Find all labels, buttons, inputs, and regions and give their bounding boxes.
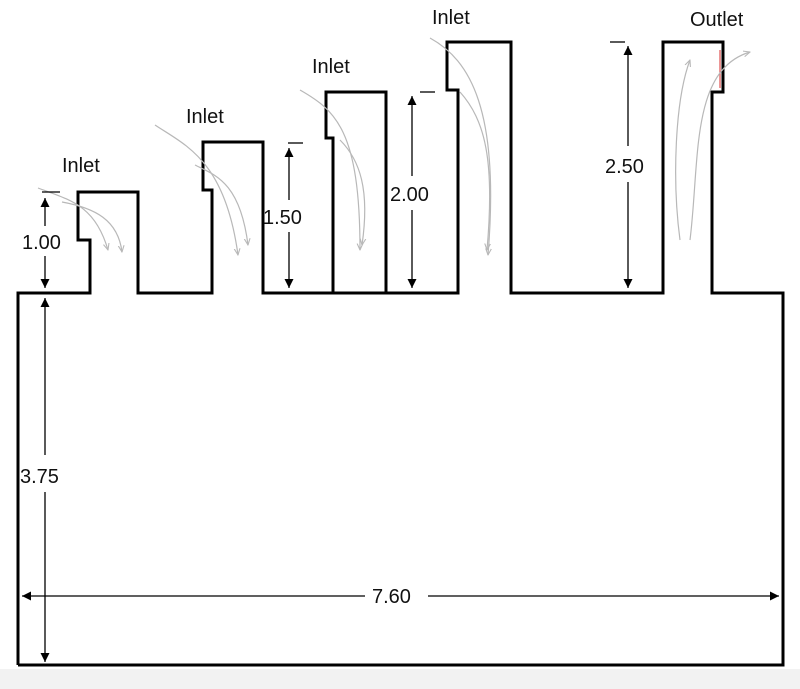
- domain-outline-right: [18, 40, 785, 667]
- inlet-label-2: Inlet: [186, 106, 224, 128]
- dim-base-width-value: 7.60: [372, 586, 411, 608]
- dim-stack-1-value: 1.00: [22, 232, 61, 254]
- dim-stack-3: [407, 91, 435, 288]
- dim-stack-1: [40, 191, 60, 288]
- bottom-strip: [0, 669, 800, 689]
- domain-outline: [16, 90, 388, 665]
- inlet-label-4: Inlet: [432, 7, 470, 29]
- dim-base-height-value: 3.75: [20, 466, 59, 488]
- flow-arrows: [37, 37, 750, 255]
- dim-stack-2-value: 1.50: [263, 207, 302, 229]
- outlet-label: Outlet: [690, 9, 744, 31]
- dim-stack-2: [284, 142, 303, 288]
- inlet-label-3: Inlet: [312, 56, 350, 78]
- dim-outlet: [610, 41, 633, 288]
- dim-stack-3-value: 2.00: [390, 184, 429, 206]
- inlet-label-1: Inlet: [62, 155, 100, 177]
- dim-outlet-value: 2.50: [605, 156, 644, 178]
